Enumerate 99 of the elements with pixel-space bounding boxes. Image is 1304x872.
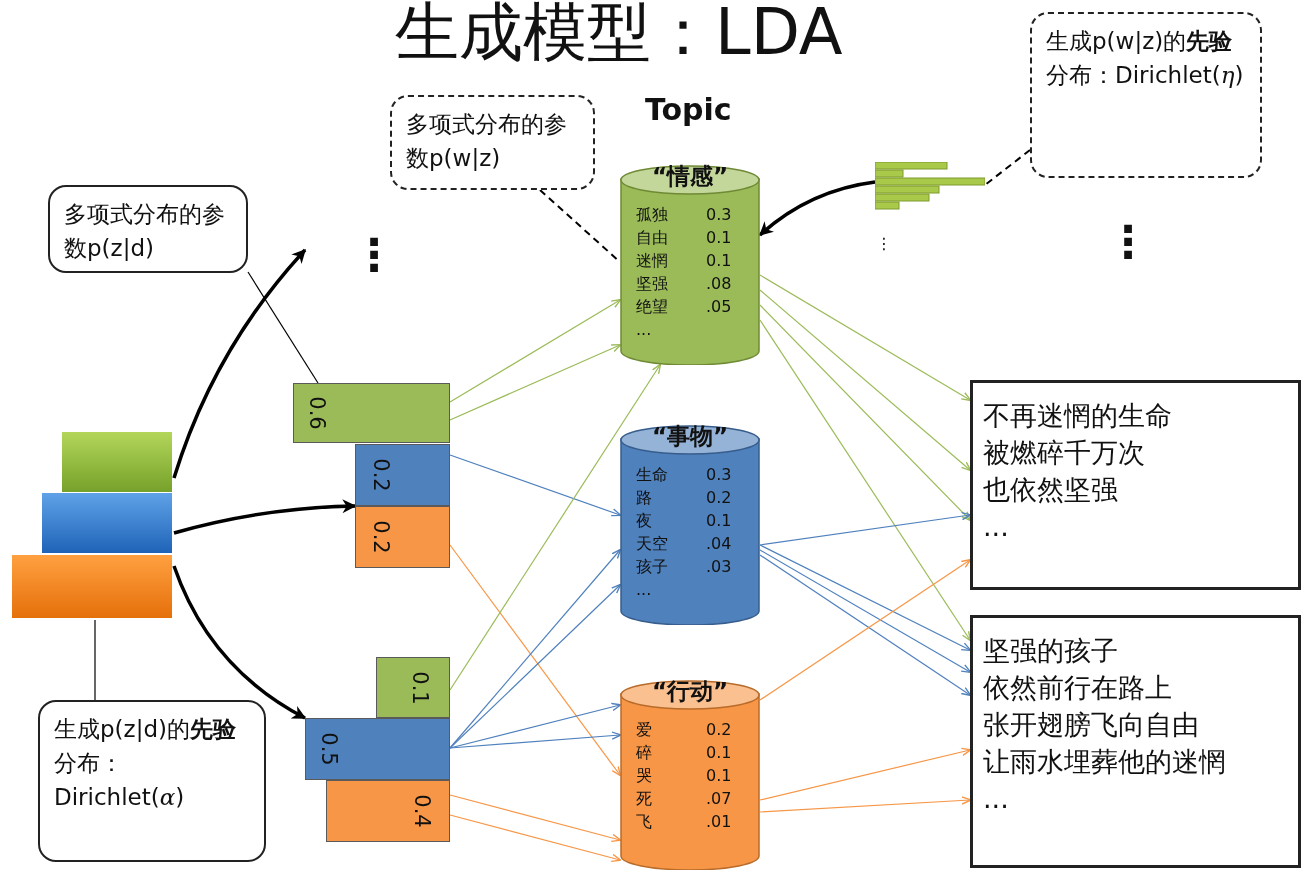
leader-line	[247, 271, 319, 384]
arrow	[173, 499, 357, 535]
callout-text: 多项式分布的参数p(z|d)	[64, 200, 226, 263]
ellipsis-mark: ⋮	[1106, 215, 1150, 269]
arrow	[449, 343, 622, 421]
document-line: 让雨水埋葬他的迷惘	[983, 745, 1227, 779]
arrow	[449, 814, 622, 863]
arrow	[759, 289, 972, 472]
topic-word: 路	[636, 488, 652, 508]
probability-value: 0.2	[706, 720, 732, 740]
document-line: 不再迷惘的生命	[983, 399, 1173, 433]
arrow	[449, 583, 622, 749]
document-line: 依然前行在路上	[983, 671, 1173, 705]
document-line: 也依然坚强	[983, 473, 1119, 507]
topic-word: 飞	[636, 812, 652, 832]
arrow	[759, 319, 972, 642]
arrow	[759, 747, 972, 801]
document-line: 坚强的孩子	[983, 634, 1119, 668]
topic-word: 爱	[636, 720, 652, 740]
ellipsis-mark: ⋮	[876, 233, 892, 255]
arrow	[759, 511, 972, 546]
callout-text: 多项式分布的参数p(w|z)	[406, 110, 568, 173]
topic-word: ...	[636, 320, 652, 340]
arrow	[172, 248, 307, 479]
bar-segment	[326, 780, 450, 842]
topic-word: 绝望	[636, 297, 668, 317]
topic-cylinder	[620, 680, 760, 870]
topic-word: 迷惘	[636, 251, 668, 271]
topic-word: ...	[636, 580, 652, 600]
leader-line	[94, 619, 96, 701]
document-line: 张开翅膀飞向自由	[983, 708, 1200, 742]
probability-value: 0.1	[407, 670, 432, 705]
document-box	[970, 615, 1301, 868]
topic-cylinder	[620, 165, 760, 365]
title: 生成模型：LDA	[395, 0, 843, 71]
bar-segment	[305, 718, 450, 780]
probability-value: 0.2	[368, 458, 393, 492]
topic-word: 自由	[636, 228, 668, 248]
topic-word: 哭	[636, 766, 652, 786]
probability-value: 0.5	[316, 732, 341, 766]
arrow	[759, 549, 972, 674]
bar-segment	[355, 506, 450, 568]
topic-word: 死	[636, 789, 652, 809]
callout-text: 生成p(z|d)的先验分布：Dirichlet(α)	[54, 715, 237, 812]
probability-value: 0.3	[706, 205, 732, 225]
document-box	[970, 380, 1301, 590]
probability-value: .07	[706, 789, 732, 809]
arrow	[758, 180, 876, 237]
ellipsis-mark: ⋮	[352, 228, 396, 282]
arrow	[449, 363, 662, 691]
probability-value: 0.1	[706, 743, 732, 763]
arrow	[759, 304, 972, 522]
document-line: ...	[983, 510, 1010, 544]
arrow	[172, 565, 307, 720]
bar-segment	[376, 657, 450, 718]
probability-value: 0.3	[706, 465, 732, 485]
probability-value: 0.1	[706, 251, 732, 271]
topic-word: 生命	[636, 465, 668, 485]
probability-value: .08	[706, 274, 732, 294]
topic-word: 碎	[636, 743, 652, 763]
callout-box	[1030, 12, 1262, 178]
probability-value: 0.6	[304, 396, 329, 430]
probability-value: 0.4	[409, 794, 434, 828]
topic-name: “行动”	[650, 677, 730, 706]
arrow	[759, 274, 972, 402]
arrow	[759, 796, 972, 813]
topic-cylinder	[620, 425, 760, 625]
topic-word: 夜	[636, 511, 652, 531]
probability-value: .03	[706, 557, 732, 577]
probability-value: 0.2	[368, 520, 393, 554]
callout-box	[390, 95, 595, 190]
arrow	[449, 454, 622, 517]
topic-name: “事物”	[650, 422, 730, 451]
callout-box	[48, 185, 248, 273]
topic-word: 坚强	[636, 274, 668, 294]
arrow	[449, 298, 622, 403]
probability-value: 0.1	[706, 228, 732, 248]
topic-word: 天空	[636, 534, 668, 554]
document-line: ...	[983, 782, 1010, 816]
bar-segment	[355, 444, 450, 506]
probability-value: 0.1	[706, 511, 732, 531]
arrow	[449, 731, 622, 749]
arrow	[759, 544, 972, 652]
callout-box	[38, 700, 266, 862]
probability-value: 0.2	[706, 488, 732, 508]
stacked-bars-icon	[12, 430, 174, 620]
probability-value: 0.1	[706, 766, 732, 786]
leader-line	[984, 149, 1031, 186]
document-line: 被燃碎千万次	[983, 436, 1146, 470]
heading-label: Topic	[645, 92, 732, 127]
probability-value: .01	[706, 812, 732, 832]
topic-word: 孤独	[636, 205, 668, 225]
callout-text: 生成p(w|z)的先验分布：Dirichlet(η)	[1046, 27, 1245, 90]
topic-name: “情感”	[650, 162, 730, 191]
probability-value: .05	[706, 297, 732, 317]
probability-value: .04	[706, 534, 732, 554]
bar-segment	[293, 383, 450, 443]
arrow	[449, 794, 622, 843]
topic-word: 孩子	[636, 557, 668, 577]
